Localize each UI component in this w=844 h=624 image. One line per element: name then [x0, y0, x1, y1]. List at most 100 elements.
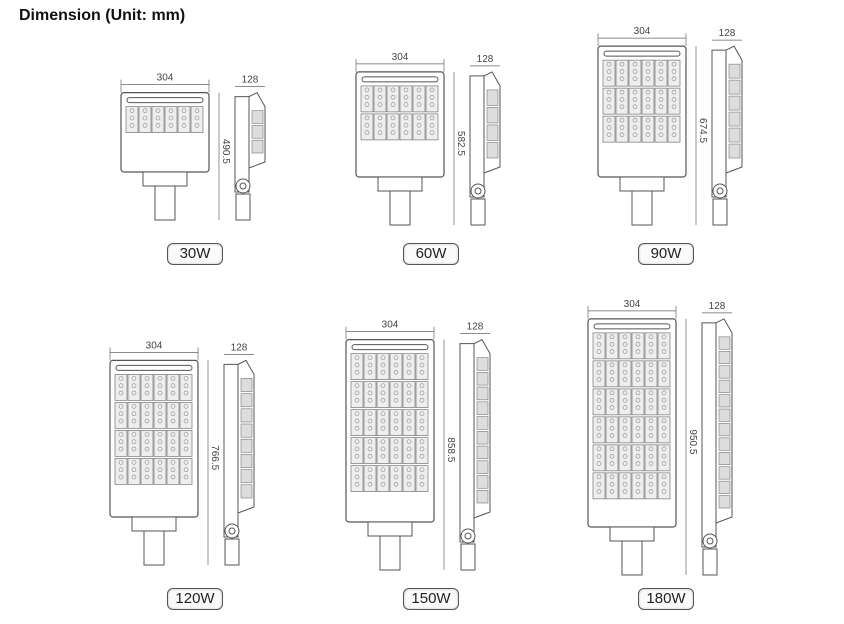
led-chip	[131, 474, 137, 480]
led-chip	[596, 433, 602, 438]
led-module	[592, 444, 606, 472]
led-module	[628, 87, 642, 115]
mount-bracket	[367, 521, 413, 537]
side-housing	[469, 75, 485, 198]
led-chip	[131, 432, 137, 437]
led-chip	[170, 439, 176, 445]
led-chip	[671, 69, 677, 74]
led-chip	[419, 453, 425, 459]
led-chip	[155, 115, 161, 121]
led-chip	[596, 390, 602, 396]
led-module	[386, 113, 400, 141]
led-chip	[648, 425, 654, 431]
led-module	[140, 374, 154, 401]
led-chip	[380, 474, 386, 480]
led-module	[628, 59, 642, 87]
width-value: 304	[392, 52, 409, 63]
led-chip	[658, 61, 664, 67]
led-chip	[390, 130, 396, 135]
led-module	[190, 106, 204, 134]
led-chip	[406, 474, 412, 480]
led-chip	[661, 405, 667, 410]
led-chip	[406, 390, 412, 396]
led-chip	[609, 433, 615, 438]
led-module	[402, 381, 416, 408]
led-chip	[406, 383, 412, 388]
led-chip	[393, 453, 399, 459]
heatsink-fin	[476, 489, 489, 504]
side-pole-adapter	[460, 543, 476, 571]
led-module	[114, 458, 128, 485]
side-housing	[711, 49, 727, 198]
pole-adapter	[143, 530, 165, 566]
led-chip	[354, 481, 360, 487]
led-module	[415, 381, 429, 408]
led-module	[376, 381, 390, 408]
led-chip	[596, 369, 602, 375]
led-chip	[380, 446, 386, 452]
led-chip	[380, 362, 386, 368]
led-chip	[118, 411, 124, 417]
led-module	[399, 85, 413, 113]
led-chip	[367, 397, 373, 403]
led-module	[166, 458, 180, 485]
led-chip	[142, 108, 148, 113]
led-chip	[609, 362, 615, 368]
heatsink-fin	[728, 143, 741, 159]
led-chip	[393, 418, 399, 424]
led-chip	[645, 89, 651, 95]
led-chip	[419, 439, 425, 444]
led-module	[415, 465, 429, 492]
led-chip	[403, 87, 409, 93]
led-module	[592, 360, 606, 388]
led-chip	[377, 122, 383, 128]
led-chip	[380, 369, 386, 375]
led-chip	[635, 446, 641, 452]
led-module	[654, 115, 668, 143]
led-chip	[367, 439, 373, 444]
led-module	[644, 332, 658, 360]
side-pole-adapter	[470, 198, 486, 226]
led-module	[360, 85, 374, 113]
led-chip	[168, 115, 174, 121]
led-module	[631, 360, 645, 388]
led-chip	[118, 383, 124, 389]
led-chip	[632, 132, 638, 138]
front-top-slot	[126, 97, 204, 104]
led-chip	[648, 433, 654, 438]
front-top-slot	[593, 323, 671, 330]
heatsink-fin	[728, 127, 741, 143]
led-chip	[635, 362, 641, 368]
led-chip	[661, 489, 667, 494]
led-chip	[393, 474, 399, 480]
depth-value: 128	[709, 301, 726, 312]
led-module	[412, 113, 426, 141]
led-module	[140, 458, 154, 485]
led-module	[654, 87, 668, 115]
led-chip	[606, 69, 612, 74]
led-chip	[354, 355, 360, 360]
model-label-90w: 90W	[638, 243, 694, 265]
heatsink-fin	[476, 416, 489, 430]
led-chip	[622, 349, 628, 354]
led-module	[389, 353, 403, 380]
led-chip	[183, 474, 189, 480]
led-module	[164, 106, 178, 134]
led-module	[657, 444, 671, 472]
led-chip	[380, 383, 386, 388]
led-chip	[403, 130, 409, 135]
led-chip	[354, 418, 360, 424]
led-chip	[393, 383, 399, 388]
side-pole-adapter	[235, 193, 251, 221]
led-module	[127, 374, 141, 401]
led-chip	[658, 117, 664, 123]
led-module	[605, 360, 619, 388]
led-chip	[181, 115, 187, 121]
led-chip	[354, 362, 360, 368]
led-chip	[609, 405, 615, 410]
led-chip	[131, 460, 137, 465]
led-chip	[671, 104, 677, 110]
led-chip	[393, 411, 399, 416]
led-chip	[367, 411, 373, 416]
led-chip	[183, 418, 189, 424]
